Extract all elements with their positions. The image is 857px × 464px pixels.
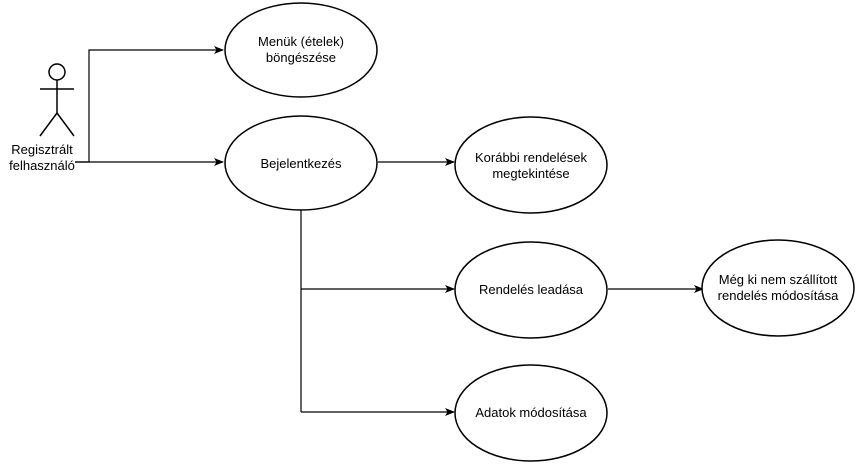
use-case-place-order-label: Rendelés leadása — [478, 282, 584, 297]
use-case-past-orders — [454, 116, 608, 214]
use-case-place-order — [454, 241, 608, 339]
actor-left-leg — [39, 112, 58, 137]
actor-head — [48, 63, 66, 81]
actor-figure — [39, 63, 75, 137]
use-case-modify-data-label: Adatok módosítása — [475, 405, 587, 420]
actor-label: Regisztrált felhasználó — [9, 142, 75, 173]
use-case-login-label: Bejelentkezés — [260, 156, 342, 171]
use-case-browse-menu-label: Menük (ételek) böngészése — [258, 34, 344, 65]
use-case-past-orders-label: Korábbi rendelések megtekintése — [474, 150, 588, 181]
use-case-browse-menu — [224, 2, 378, 98]
use-case-modify-order-label: Még ki nem szállított rendelés módosítás… — [717, 272, 839, 303]
use-case-modify-order — [701, 239, 855, 337]
connector-actor-browse — [75, 46, 224, 163]
use-case-login — [224, 115, 378, 211]
use-case-modify-data — [454, 364, 608, 462]
actor-right-leg — [56, 112, 75, 137]
